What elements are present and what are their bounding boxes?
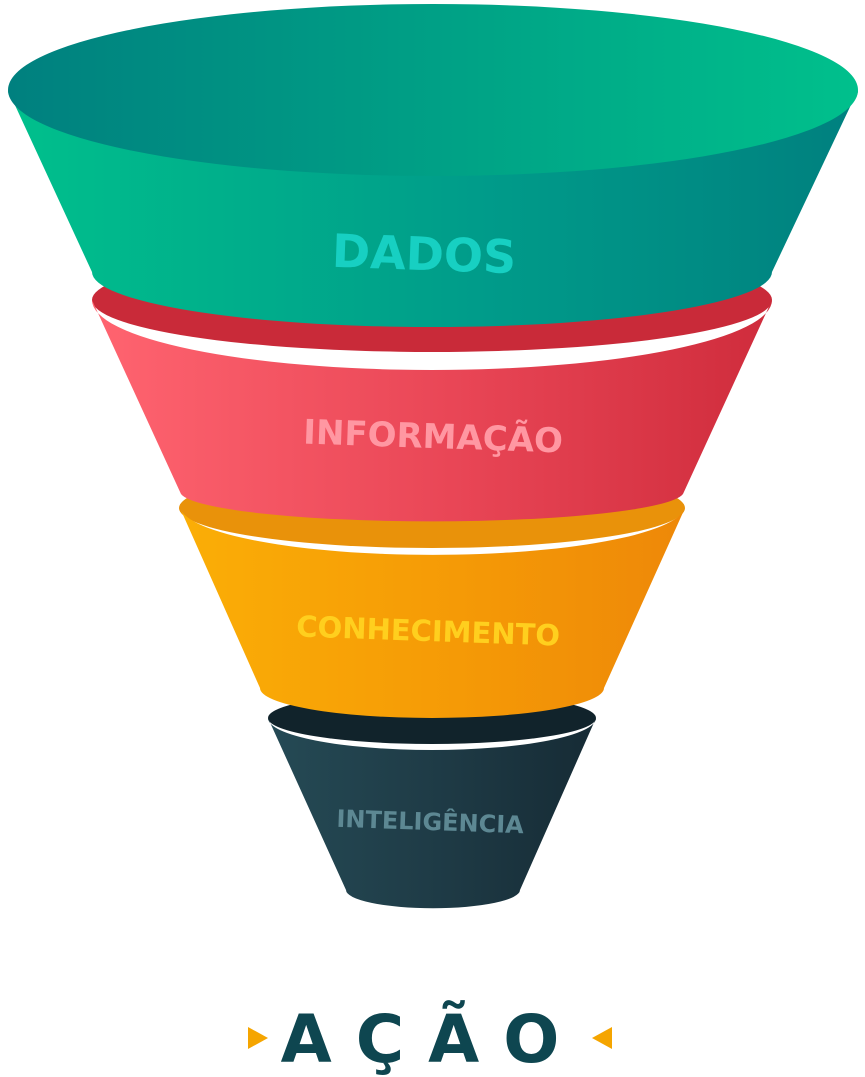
stage-dados-label: DADOS [331,224,517,284]
stage-inteligencia-label: INTELIGÊNCIA [336,804,525,840]
stage-informacao-label: INFORMAÇÃO [303,411,564,461]
stage-informacao-body [92,300,772,522]
arrow-left-icon [248,1027,268,1049]
result-label: AÇÃO [281,1000,584,1077]
stage-conhecimento-body [180,508,685,718]
result-group: AÇÃO [248,1000,612,1077]
stage-dados-body [8,90,858,327]
stage-dados-top [8,4,858,176]
stage-dados: DADOS [8,4,858,327]
stage-inteligencia-body [268,718,596,909]
stage-inteligencia: INTELIGÊNCIA [268,692,596,909]
arrow-right-icon [592,1027,612,1049]
